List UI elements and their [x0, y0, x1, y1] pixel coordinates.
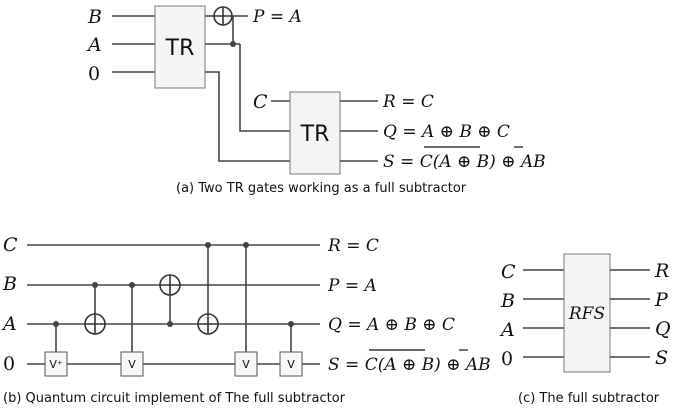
tr-gate-1-label: TR	[165, 36, 195, 61]
a-cnot-control-dot	[230, 41, 236, 47]
b-g6-v	[234, 351, 258, 377]
b-g7-control	[288, 321, 294, 327]
c-label-b: B	[500, 290, 515, 312]
caption-a: (a) Two TR gates working as a full subtr…	[176, 181, 467, 196]
b-out-p: P = A	[327, 276, 377, 296]
b-out-s: S = C(A ⊕ B) ⊕ AB	[328, 355, 491, 375]
a-label-zero: 0	[88, 63, 100, 85]
a-out-r: R = C	[382, 92, 434, 112]
rfs-block	[563, 253, 611, 373]
b-g1-control	[53, 321, 59, 327]
b-g3-control	[129, 282, 135, 288]
tr-gate-1	[154, 5, 206, 89]
a-label-b: B	[87, 6, 102, 28]
b-label-zero: 0	[3, 353, 15, 375]
c-label-zero: 0	[501, 348, 513, 370]
b-label-c: C	[3, 234, 18, 256]
b-g1-vdagger	[44, 351, 68, 377]
diagram-b: C B A 0 V⁺ V	[1, 234, 491, 406]
caption-c: (c) The full subtractor	[518, 391, 660, 406]
b-g3-v	[120, 351, 144, 377]
diagram-c: C B A 0 RFS R P Q S (c) The full subtrac…	[499, 253, 671, 406]
a-out-s: S = C(A ⊕ B) ⊕ AB	[383, 152, 546, 172]
c-label-p: P	[654, 289, 669, 311]
a-label-c: C	[253, 91, 268, 113]
b-g4-control	[167, 321, 173, 327]
a-out-q: Q = A ⊕ B ⊕ C	[383, 122, 510, 142]
c-label-q: Q	[655, 318, 671, 340]
caption-b: (b) Quantum circuit implement of The ful…	[3, 391, 346, 406]
b-g5-control	[205, 242, 211, 248]
b-g2-control	[92, 282, 98, 288]
tr-gate-2	[289, 91, 341, 175]
b-g3-v-label: V	[128, 358, 136, 371]
rfs-block-label: RFS	[568, 304, 605, 324]
b-label-b: B	[2, 273, 17, 295]
c-label-a: A	[499, 319, 515, 341]
tr-gate-2-label: TR	[300, 122, 330, 147]
c-label-r: R	[654, 260, 669, 282]
b-g1-vdagger-label: V⁺	[49, 358, 63, 371]
c-label-c: C	[501, 261, 516, 283]
b-g7-v	[279, 351, 303, 377]
b-g7-v-label: V	[287, 358, 295, 371]
b-out-r: R = C	[327, 236, 379, 256]
a-wire-route-low	[205, 71, 290, 162]
b-g6-control	[243, 242, 249, 248]
a-out-p: P = A	[252, 7, 302, 27]
a-wire-route-mid	[239, 44, 290, 132]
diagram-a: B A 0 TR P = A C TR R = C Q = A ⊕ B	[86, 5, 546, 196]
b-label-a: A	[1, 313, 17, 335]
b-out-q: Q = A ⊕ B ⊕ C	[328, 315, 455, 335]
c-label-s: S	[655, 347, 668, 369]
a-label-a: A	[86, 34, 102, 56]
b-g6-v-label: V	[242, 358, 250, 371]
